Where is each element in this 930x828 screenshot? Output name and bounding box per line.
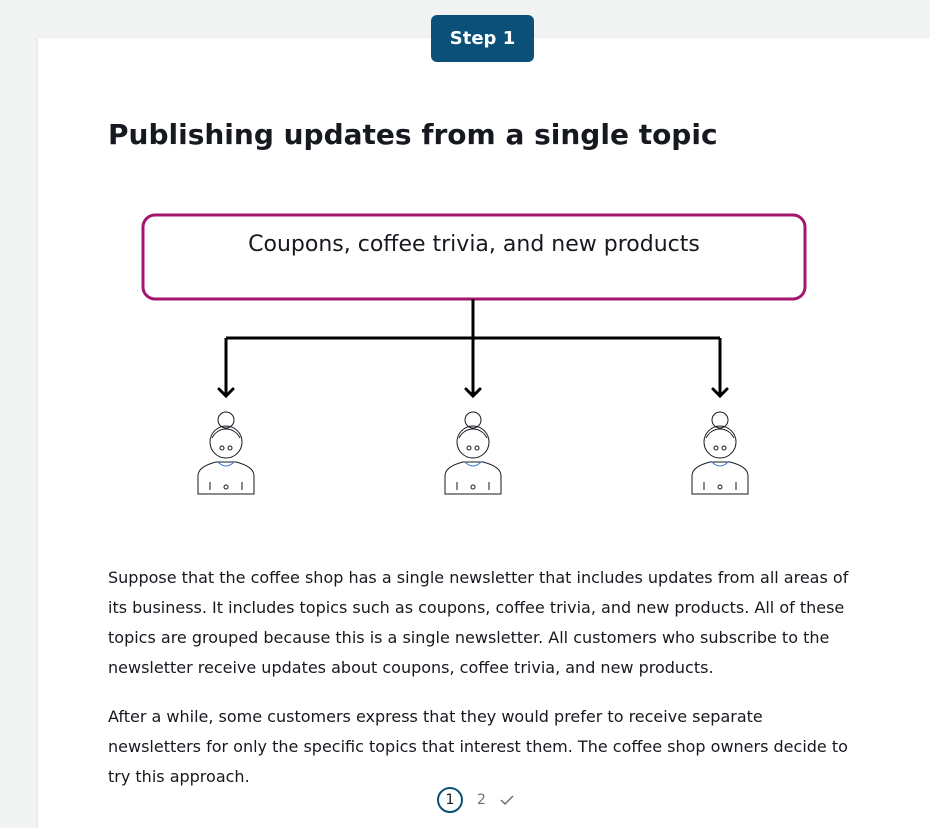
- page-2-button[interactable]: 2: [477, 792, 486, 808]
- description-paragraph: After a while, some customers express th…: [108, 707, 848, 786]
- pagination: 1 2: [437, 787, 514, 813]
- subscriber-icon: [197, 411, 255, 495]
- subscriber-icon: [691, 411, 749, 495]
- topic-label: Coupons, coffee trivia, and new products: [248, 232, 700, 257]
- check-icon[interactable]: [500, 794, 514, 806]
- arrowheads: [217, 387, 729, 399]
- page-title: Publishing updates from a single topic: [108, 118, 718, 151]
- topic-box: [141, 213, 807, 301]
- subscriber-icon: [444, 411, 502, 495]
- description-paragraph: Suppose that the coffee shop has a singl…: [108, 568, 849, 677]
- connector-lines: [224, 299, 722, 394]
- page-1-button[interactable]: 1: [437, 787, 463, 813]
- step-badge: Step 1: [431, 15, 534, 62]
